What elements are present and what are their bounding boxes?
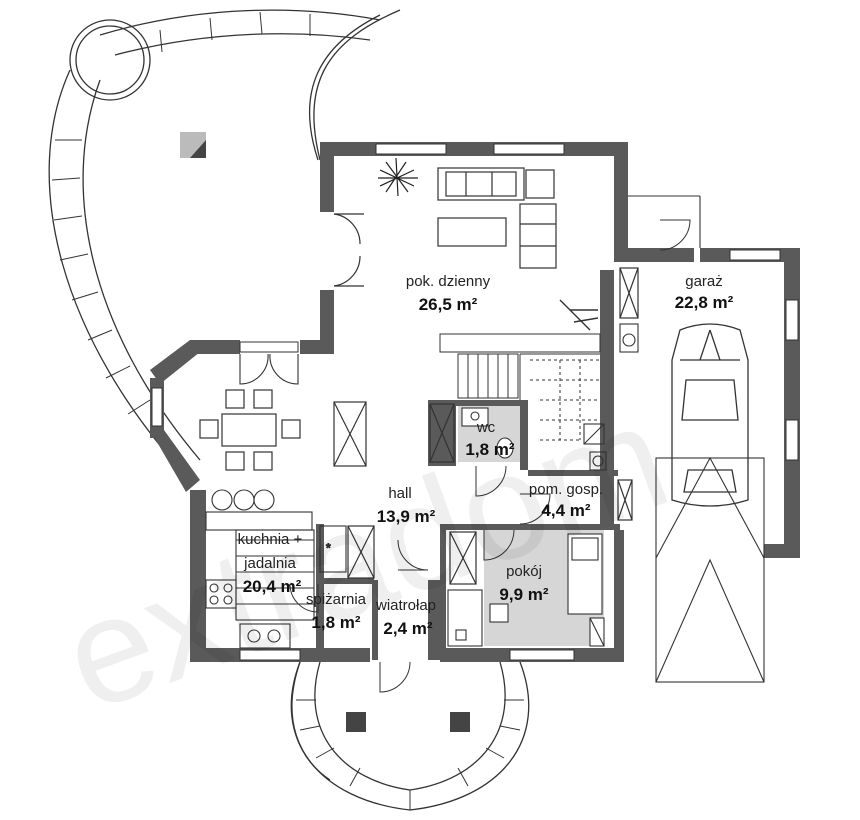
label-pom-gosp: pom. gosp. (529, 481, 603, 498)
area-hall: 13,9 m² (377, 507, 436, 526)
label-kuchnia: kuchnia + (238, 531, 303, 548)
svg-text:*: * (326, 541, 331, 555)
area-wiatrolap: 2,4 m² (383, 619, 432, 638)
label-garaz: garaż (685, 273, 723, 290)
label-pok-dzienny: pok. dzienny (406, 273, 491, 290)
living-furniture (437, 167, 557, 269)
car-icon (671, 323, 749, 507)
label-wc: wc (476, 419, 496, 436)
staircase (439, 299, 601, 400)
garage-extension (628, 195, 765, 683)
stair-dashed (530, 359, 600, 441)
dining-set (199, 389, 301, 471)
area-pom-gosp: 4,4 m² (541, 501, 590, 520)
wc-fixtures (461, 407, 514, 459)
dining-door (239, 353, 299, 385)
porch-column-right (450, 712, 470, 732)
terrace-hatch (51, 11, 311, 415)
area-garaz: 22,8 m² (675, 293, 734, 312)
utility-fixtures (583, 323, 639, 471)
label-hall: hall (388, 485, 411, 502)
porch-hatch (296, 699, 524, 810)
terrace-chimney-cap (180, 132, 206, 158)
watermark: extradom (43, 371, 688, 743)
area-kuchnia: 20,4 m² (243, 577, 302, 596)
porch-column-left (346, 712, 366, 732)
pokoj-furniture (447, 533, 605, 647)
kitchen-fittings: * (205, 489, 347, 649)
terrace-curve (48, 9, 401, 481)
plant-icon (378, 157, 418, 197)
area-pok-dzienny: 26,5 m² (419, 295, 478, 314)
area-spizarnia: 1,8 m² (311, 613, 360, 632)
area-wc: 1,8 m² (465, 440, 514, 459)
room-labels: pok. dzienny 26,5 m² garaż 22,8 m² wc 1,… (238, 273, 734, 638)
flue-blocks (333, 267, 639, 585)
windows (151, 143, 799, 661)
front-porch (290, 661, 530, 811)
label-spizarnia: spiżarnia (306, 591, 367, 608)
label-jadalnia: jadalnia (243, 555, 296, 572)
label-pokoj: pokój (506, 563, 542, 580)
living-doors (333, 213, 364, 287)
label-wiatrolap: wiatrołap (375, 597, 436, 614)
interior-doors (289, 219, 691, 693)
area-pokoj: 9,9 m² (499, 585, 548, 604)
